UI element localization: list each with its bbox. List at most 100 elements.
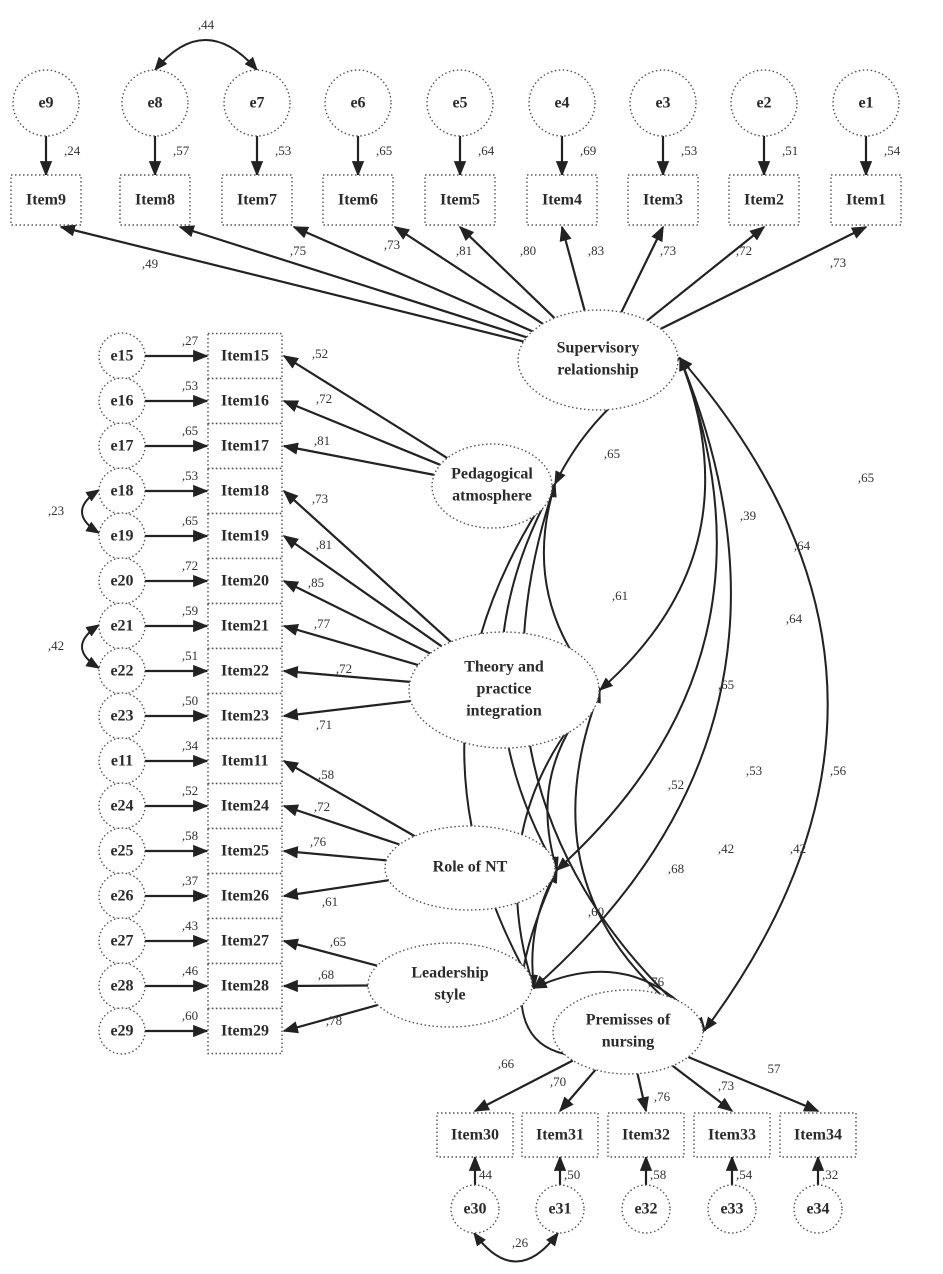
loading-arrow xyxy=(178,225,528,339)
latent-factor-label: atmosphere xyxy=(452,488,532,505)
error-term-label: e8 xyxy=(147,95,162,112)
error-term-circle xyxy=(793,1184,843,1234)
error-term-circle xyxy=(98,512,146,560)
error-term-label: e21 xyxy=(110,618,133,635)
observed-item-box xyxy=(207,692,283,740)
factor-correlation-value: ,53 xyxy=(746,763,762,778)
loading-arrow xyxy=(646,226,766,322)
latent-factor-label: Theory and xyxy=(464,659,544,676)
error-term-label: e16 xyxy=(110,393,133,410)
error-path-value: ,54 xyxy=(884,143,901,158)
error-path-value: ,27 xyxy=(182,333,199,348)
error-term-circle xyxy=(98,692,146,740)
loading-arrow xyxy=(473,1059,574,1112)
error-term-label: e23 xyxy=(110,708,133,725)
error-term-circle xyxy=(98,782,146,830)
observed-item-box xyxy=(207,422,283,470)
factor-correlation-value: ,65 xyxy=(604,446,620,461)
loading-arrow xyxy=(282,442,435,476)
latent-factor-label: relationship xyxy=(557,362,639,379)
latent-factor-label: Leadership xyxy=(411,965,488,982)
error-term-circle xyxy=(98,872,146,920)
error-term-label: e9 xyxy=(38,95,53,112)
loading-value: ,66 xyxy=(498,1056,515,1071)
loading-value: ,58 xyxy=(318,767,334,782)
factor-correlation-value: ,42 xyxy=(718,841,734,856)
loading-arrow xyxy=(282,535,443,648)
error-covariance-arc xyxy=(81,489,101,534)
factor-correlation-value: ,65 xyxy=(858,470,874,485)
loading-value: ,68 xyxy=(318,967,334,982)
error-path-value: ,24 xyxy=(64,143,81,158)
loading-arrow xyxy=(620,225,664,313)
factor-correlation-arc xyxy=(679,356,829,1032)
observed-item-box xyxy=(693,1112,771,1158)
observed-item-box xyxy=(207,602,283,650)
item-label: Item15 xyxy=(221,348,269,365)
error-path-value: ,59 xyxy=(182,603,198,618)
error-path-value: ,64 xyxy=(478,143,495,158)
error-path-value: ,50 xyxy=(564,1167,580,1182)
error-path-value: ,57 xyxy=(173,143,190,158)
error-term-label: e17 xyxy=(110,438,133,455)
loading-value: ,73 xyxy=(660,243,676,258)
item-label: Item29 xyxy=(221,1023,269,1040)
loading-arrow xyxy=(292,225,533,333)
observed-item-box xyxy=(607,1112,685,1158)
error-term-label: e32 xyxy=(634,1201,657,1218)
item-label: Item23 xyxy=(221,708,269,725)
item-label: Item18 xyxy=(221,483,269,500)
loading-arrow xyxy=(558,1069,597,1113)
item-label: Item21 xyxy=(221,618,269,635)
loading-arrow xyxy=(282,623,419,667)
error-path-value: ,53 xyxy=(681,143,697,158)
error-path-value: ,51 xyxy=(782,143,798,158)
loading-arrow xyxy=(282,760,416,838)
item-label: Item28 xyxy=(221,978,269,995)
error-term-label: e29 xyxy=(110,1023,133,1040)
loading-value: ,73 xyxy=(384,237,400,252)
error-term-circle xyxy=(98,467,146,515)
observed-item-box xyxy=(322,174,394,226)
error-term-label: e5 xyxy=(452,95,467,112)
error-term-circle xyxy=(426,69,494,137)
loading-arrow xyxy=(282,580,431,655)
error-term-label: e4 xyxy=(554,95,569,112)
error-term-label: e26 xyxy=(110,888,133,905)
error-term-circle xyxy=(528,69,596,137)
loading-arrow xyxy=(636,1073,649,1113)
error-covariance-value: ,42 xyxy=(48,638,64,653)
error-term-label: e28 xyxy=(110,978,133,995)
latent-factor-ellipse xyxy=(552,989,704,1075)
observed-item-box xyxy=(207,737,283,785)
factor-correlation-value: ,64 xyxy=(786,611,803,626)
error-term-circle xyxy=(98,332,146,380)
observed-item-box xyxy=(119,174,191,226)
error-term-circle xyxy=(98,962,146,1010)
latent-factor-ellipse xyxy=(384,825,556,911)
loading-arrow xyxy=(282,699,411,721)
item-label: Item2 xyxy=(744,192,784,209)
loading-arrow xyxy=(282,846,387,862)
error-term-circle xyxy=(12,69,80,137)
loading-arrow xyxy=(282,1003,379,1034)
error-term-label: e1 xyxy=(858,95,873,112)
error-covariance-value: ,44 xyxy=(198,17,215,32)
observed-item-box xyxy=(207,917,283,965)
error-path-value: ,69 xyxy=(580,143,596,158)
error-term-circle xyxy=(121,69,189,137)
error-term-circle xyxy=(98,602,146,650)
loading-value: ,77 xyxy=(314,616,331,631)
error-term-label: e19 xyxy=(110,528,133,545)
error-term-circle xyxy=(832,69,900,137)
factor-correlation-value: ,42 xyxy=(790,841,806,856)
item-label: Item8 xyxy=(135,192,175,209)
factor-correlation-value: ,76 xyxy=(648,974,665,989)
error-path-value: ,53 xyxy=(275,143,291,158)
loading-value: ,72 xyxy=(316,391,332,406)
error-term-label: e6 xyxy=(350,95,365,112)
error-term-circle xyxy=(450,1184,500,1234)
error-covariance-value: ,23 xyxy=(48,503,64,518)
error-path-value: ,65 xyxy=(182,513,198,528)
